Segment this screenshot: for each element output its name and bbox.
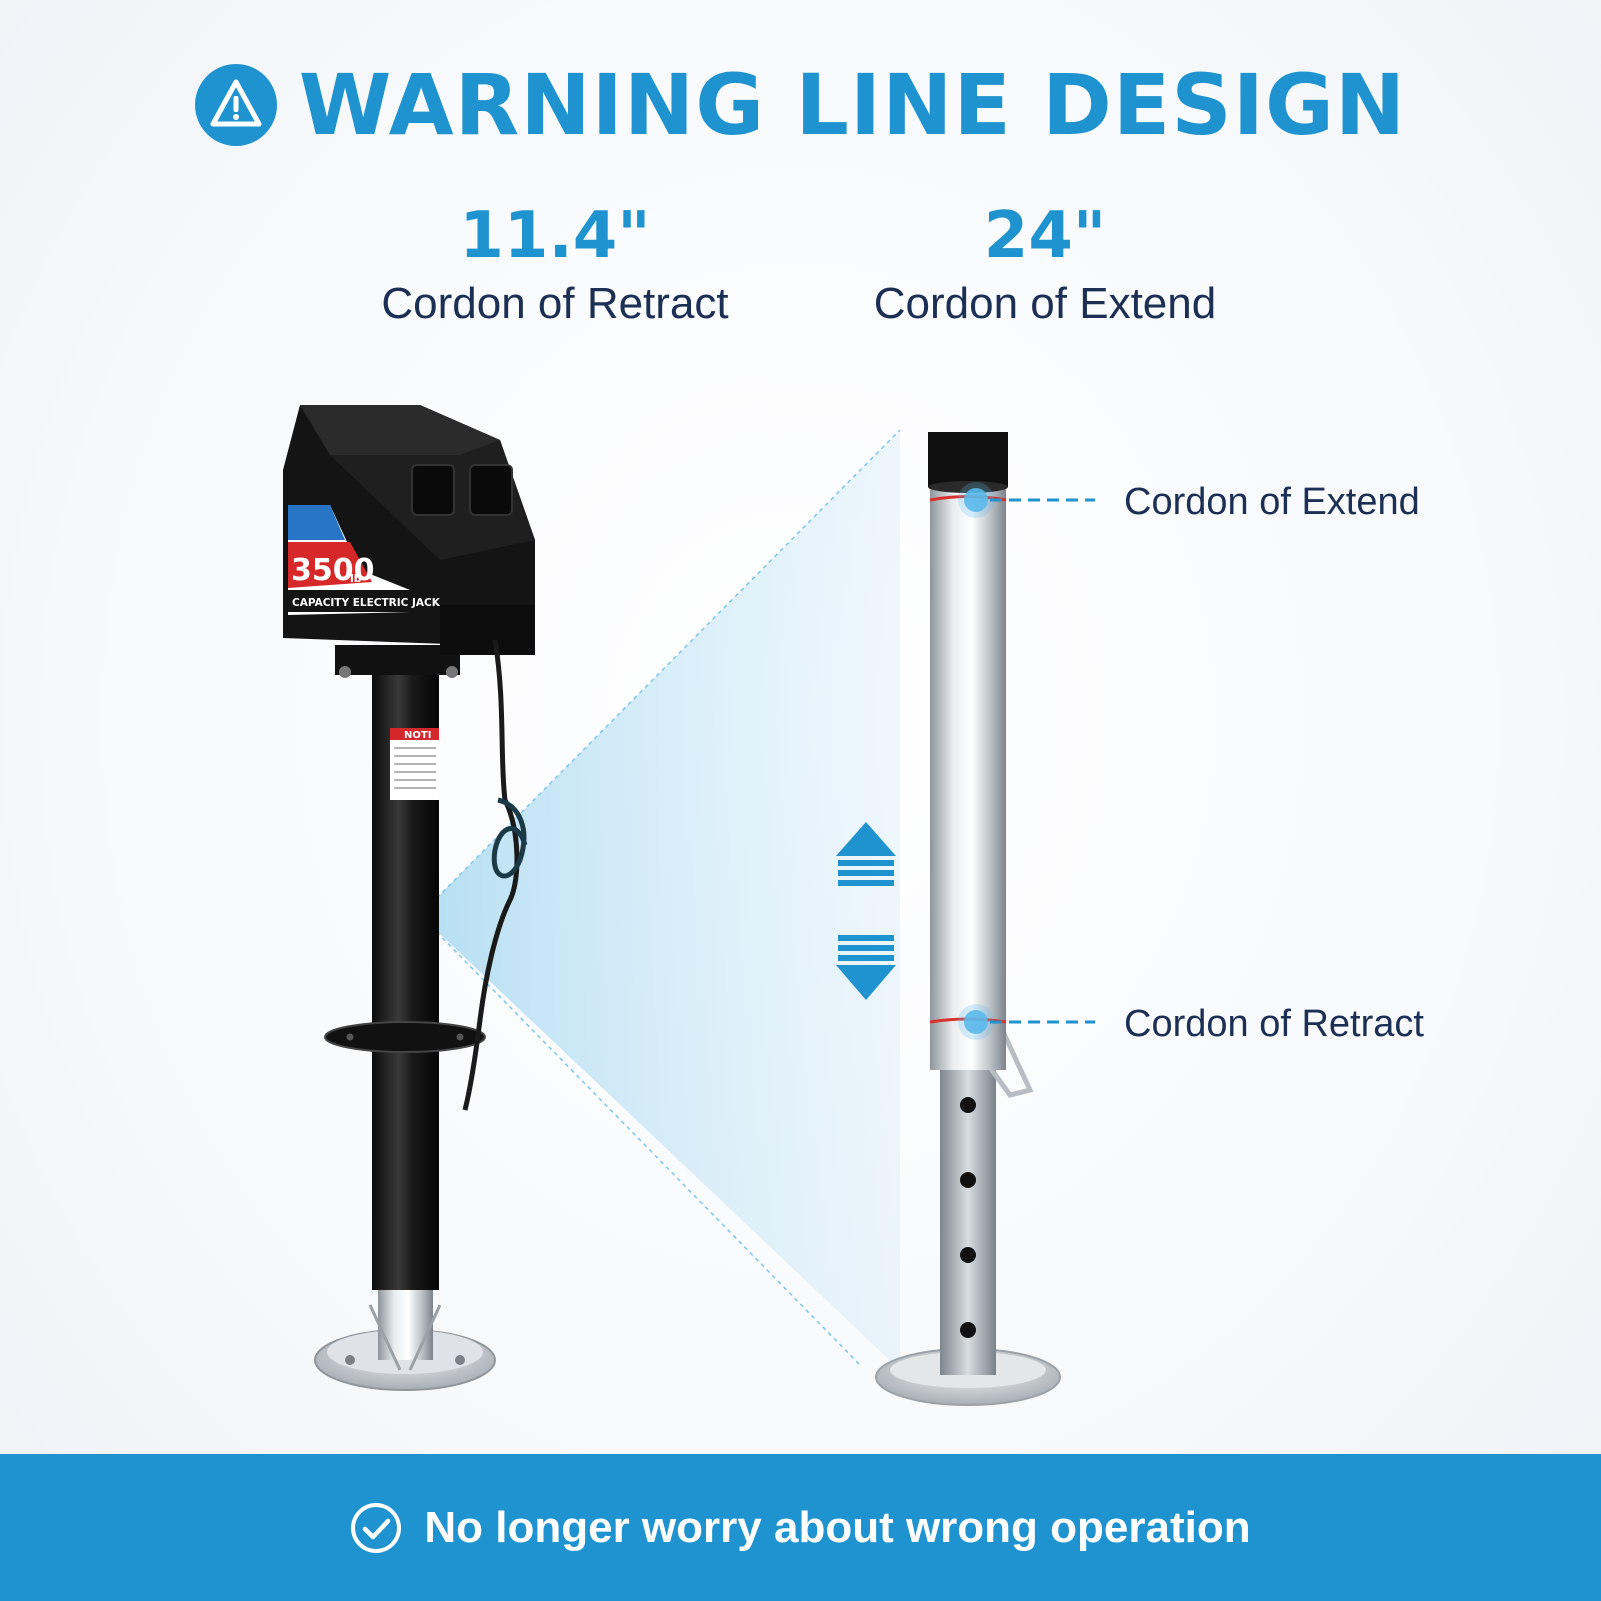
callout-extend: Cordon of Extend	[1124, 481, 1420, 523]
page-title: WARNING LINE DESIGN	[298, 56, 1407, 154]
retract-value: 11.4"	[459, 199, 651, 273]
footer-text: No longer worry about wrong operation	[424, 1502, 1251, 1552]
footer-banner: No longer worry about wrong operation	[0, 1454, 1601, 1601]
up-arrow-icon	[836, 822, 896, 886]
callout-retract: Cordon of Retract	[1124, 1003, 1424, 1045]
spec-extend: 24" Cordon of Extend	[845, 200, 1245, 336]
spec-retract: 11.4" Cordon of Retract	[355, 200, 755, 336]
check-circle-icon	[351, 1502, 402, 1553]
capacity-unit: lb	[350, 572, 362, 585]
warning-icon	[194, 64, 277, 146]
capacity-number: 3500	[291, 553, 375, 588]
extend-value: 24"	[983, 199, 1107, 273]
electric-jack: NOTI 3500 lb CAPACITY ELECTRIC	[283, 405, 535, 1391]
extend-marker	[964, 488, 988, 512]
capacity-label: CAPACITY ELECTRIC JACK	[292, 597, 441, 609]
product-illustration: NOTI 3500 lb CAPACITY ELECTRIC	[283, 405, 1095, 1406]
zoom-beam	[420, 430, 900, 1370]
header-title: WARNING LINE DESIGN	[0, 60, 1601, 150]
down-arrow-icon	[836, 935, 896, 1000]
extended-tube	[875, 432, 1061, 1406]
retract-label: Cordon of Retract	[381, 279, 729, 328]
notice-text: NOTI	[404, 730, 431, 741]
retract-marker	[964, 1010, 988, 1034]
extend-label: Cordon of Extend	[873, 279, 1217, 328]
